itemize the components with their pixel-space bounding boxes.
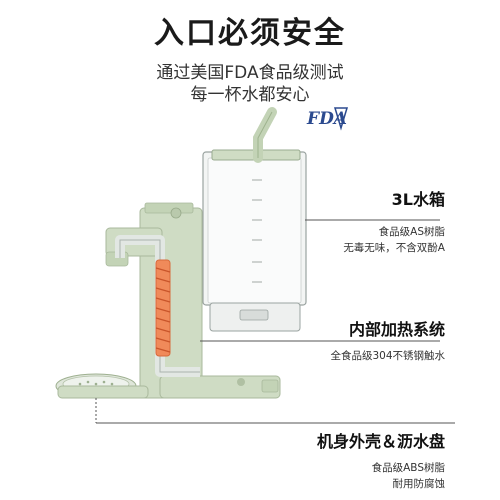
tank-callout-title: 3L水箱: [391, 190, 445, 209]
heating-pipe: [115, 235, 200, 377]
drip-tray: [55, 373, 149, 399]
page-title: 入口必须安全: [154, 16, 346, 51]
shell-callout-title: 机身外壳＆沥水盘: [316, 432, 445, 451]
tank-callout-desc-2: 无毒无味，不含双酚A: [343, 242, 445, 254]
heater-callout-desc-1: 全食品级304不锈钢触水: [330, 350, 445, 362]
subtitle-line-1: 通过美国FDA食品级测试: [156, 63, 344, 83]
heater-callout-title: 内部加热系统: [348, 320, 445, 339]
water-tank: [202, 149, 307, 332]
inlet-tube: [253, 107, 277, 163]
shell-callout-desc-1: 食品级ABS树脂: [371, 462, 445, 474]
shell-callout-desc-2: 耐用防腐蚀: [392, 478, 446, 490]
fda-check-icon: [333, 107, 349, 131]
tank-callout-desc-1: 食品级AS树脂: [378, 226, 445, 238]
fda-badge: FDA: [306, 107, 349, 131]
subtitle-line-2: 每一杯水都安心: [190, 85, 310, 105]
